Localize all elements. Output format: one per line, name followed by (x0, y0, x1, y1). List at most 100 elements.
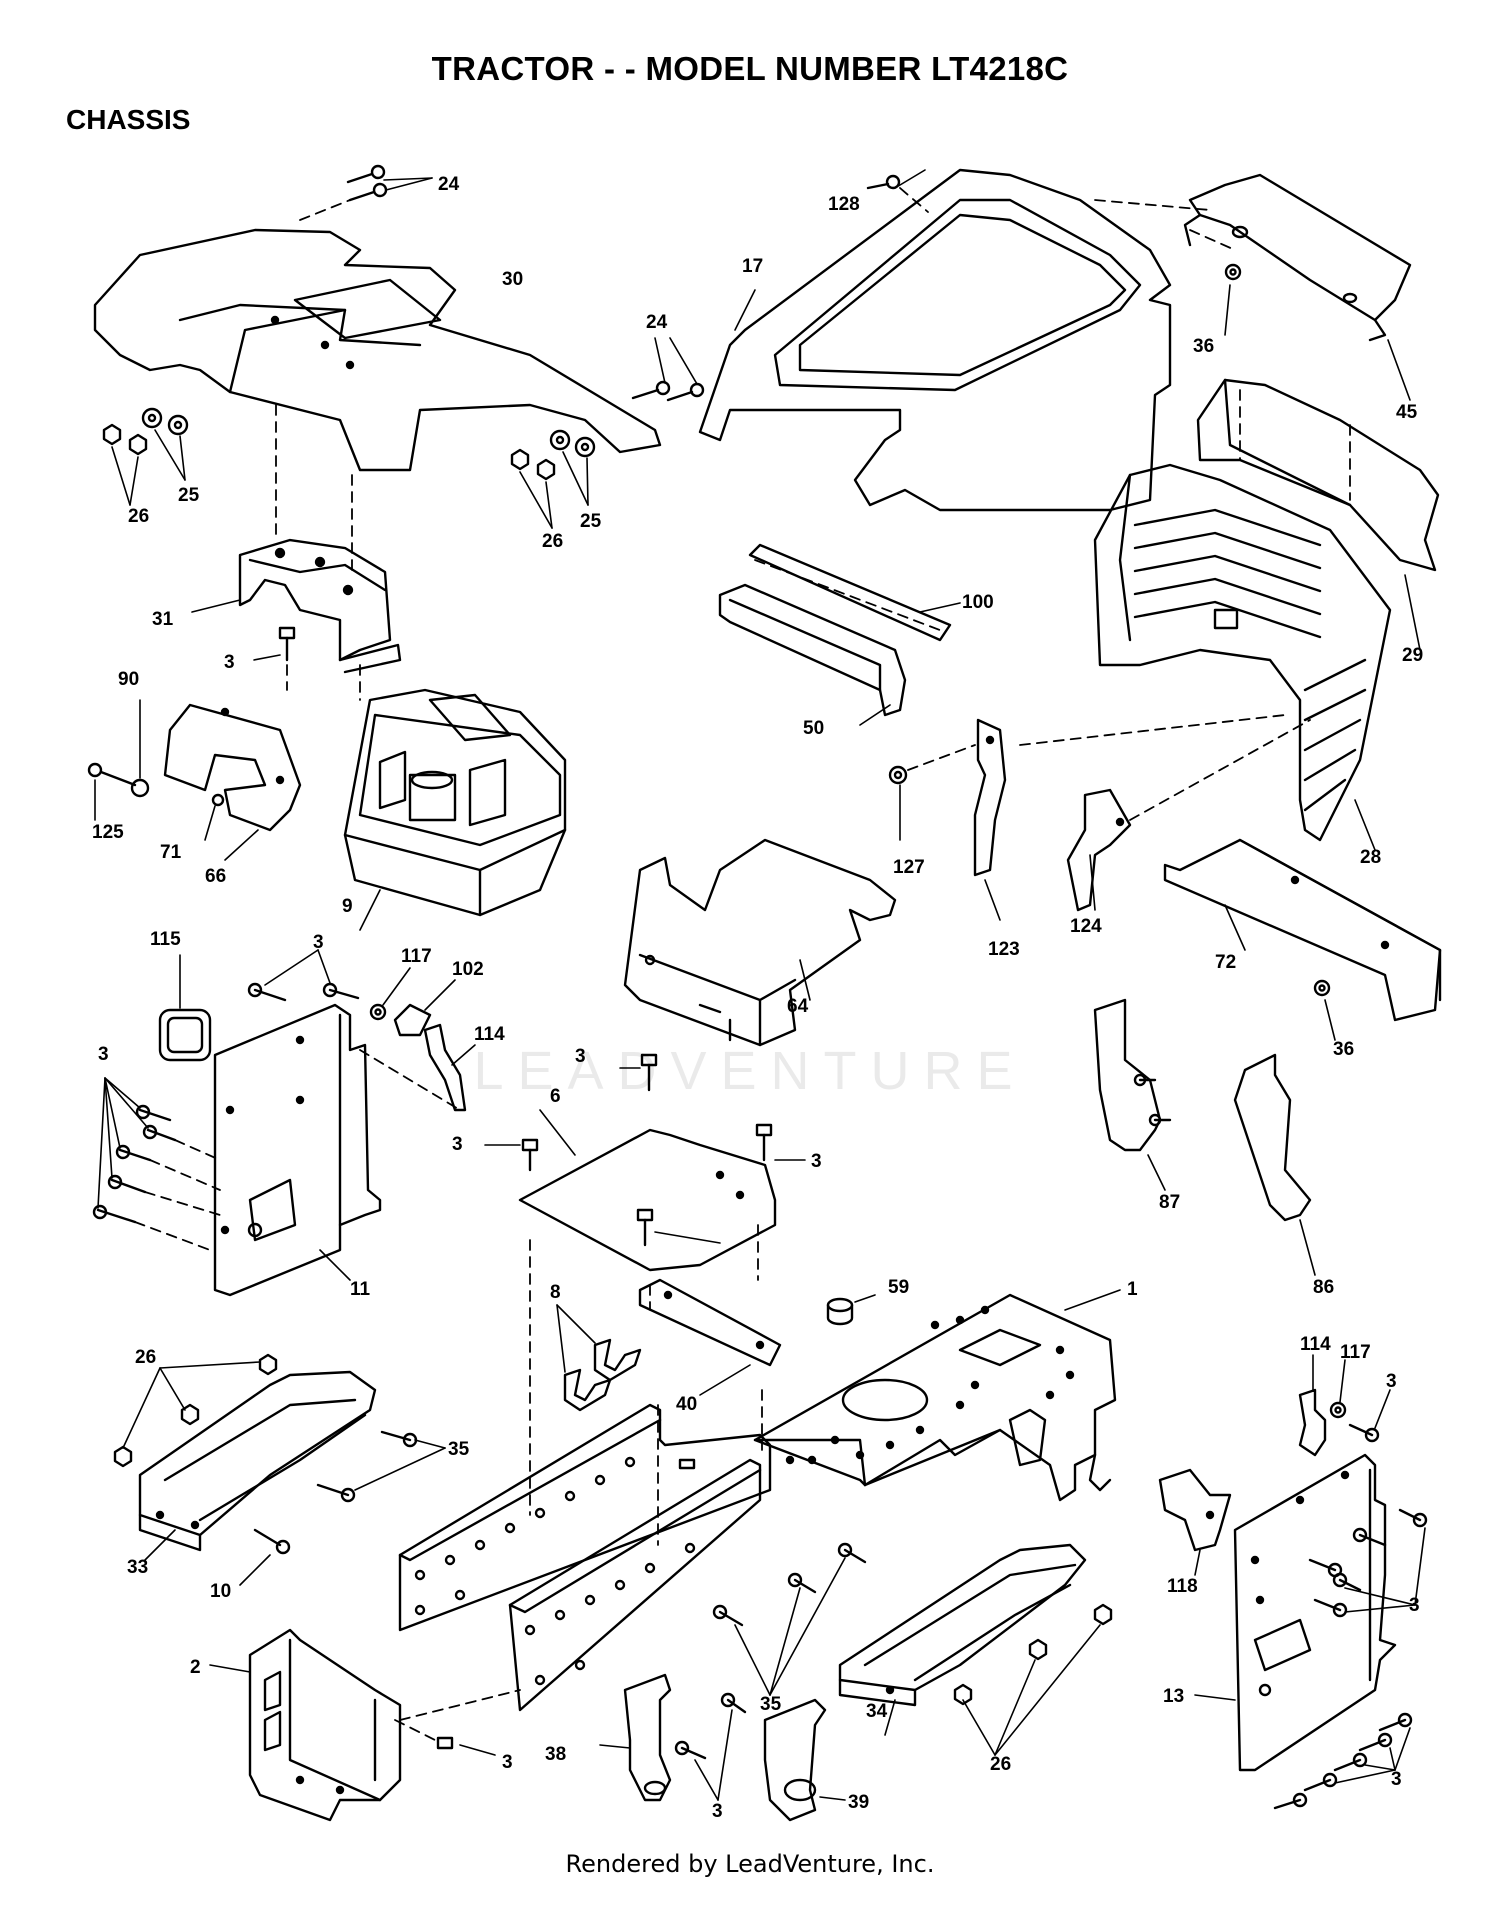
callout-38[interactable]: 38 (545, 1744, 566, 1765)
part-59-bumper[interactable] (826, 1294, 876, 1326)
part-38-bracket[interactable] (599, 1673, 672, 1802)
part-114-bracket-upper[interactable] (423, 1023, 476, 1112)
part-24-bolt-set-top[interactable] (346, 164, 433, 202)
part-31-fender-bracket[interactable] (191, 538, 402, 674)
callout-64[interactable]: 64 (787, 996, 809, 1017)
part-3-bolts-left-panel[interactable] (92, 1077, 221, 1251)
callout-13[interactable]: 13 (1163, 1686, 1184, 1707)
callout-114a[interactable]: 114 (474, 1024, 505, 1045)
callout-117b[interactable]: 117 (1340, 1342, 1371, 1363)
part-118-bracket[interactable] (1158, 1468, 1232, 1576)
callout-24a[interactable]: 24 (438, 174, 460, 195)
part-128-bolt[interactable] (866, 174, 929, 213)
callout-31[interactable]: 31 (152, 609, 174, 630)
callout-33[interactable]: 33 (127, 1557, 148, 1578)
callout-3d[interactable]: 3 (575, 1046, 586, 1067)
part-3-bolts-13-bottom[interactable] (1273, 1712, 1413, 1810)
part-36-nut-lower[interactable] (1313, 979, 1336, 1041)
callout-86[interactable]: 86 (1313, 1277, 1334, 1298)
part-28-grille[interactable] (1093, 463, 1392, 851)
part-11-side-panel[interactable] (213, 1003, 382, 1297)
part-3-bolt-front-plate[interactable] (394, 1719, 496, 1756)
part-13-side-panel-right[interactable] (1194, 1453, 1397, 1772)
callout-115[interactable]: 115 (150, 929, 181, 950)
part-66-plate[interactable] (163, 703, 302, 861)
part-115-grommet[interactable] (158, 954, 212, 1062)
callout-50[interactable]: 50 (803, 718, 824, 739)
callout-30[interactable]: 30 (502, 269, 523, 290)
callout-2[interactable]: 2 (190, 1657, 201, 1678)
callout-28[interactable]: 28 (1360, 847, 1381, 868)
part-24-bolt-set-side[interactable] (631, 337, 705, 402)
callout-118[interactable]: 118 (1167, 1576, 1198, 1597)
callout-29[interactable]: 29 (1402, 645, 1423, 666)
callout-3c[interactable]: 3 (98, 1044, 109, 1065)
callout-124[interactable]: 124 (1070, 916, 1102, 937)
part-36-nut-upper[interactable] (1224, 263, 1242, 336)
callout-3a[interactable]: 3 (224, 652, 235, 673)
part-3-bolt-114-lower[interactable] (1348, 1389, 1391, 1443)
callout-10[interactable]: 10 (210, 1581, 231, 1602)
part-3-bolts-plate[interactable] (484, 1053, 806, 1247)
callout-26a[interactable]: 26 (128, 506, 149, 527)
part-34-footrest-right[interactable] (838, 1543, 1087, 1736)
callout-24b[interactable]: 24 (646, 312, 668, 333)
callout-3f[interactable]: 3 (811, 1151, 822, 1172)
part-100-seal[interactable] (748, 543, 961, 642)
callout-26d[interactable]: 26 (990, 1754, 1011, 1775)
part-2-front-plate[interactable] (209, 1628, 402, 1822)
part-frame-left-rail[interactable] (398, 1403, 772, 1632)
callout-40[interactable]: 40 (676, 1394, 697, 1415)
callout-34[interactable]: 34 (866, 1701, 888, 1722)
part-3-bolts-13-mid[interactable] (1308, 1508, 1428, 1618)
callout-3i[interactable]: 3 (502, 1752, 513, 1773)
part-35-bolts-left[interactable] (316, 1430, 446, 1503)
callout-71[interactable]: 71 (160, 842, 182, 863)
part-26-nuts-footrest-right[interactable] (953, 1603, 1113, 1756)
part-50-hood-support[interactable] (718, 583, 907, 726)
part-114-bracket-lower[interactable] (1298, 1354, 1327, 1457)
callout-36b[interactable]: 36 (1333, 1039, 1354, 1060)
part-6-floor-plate[interactable] (518, 1109, 777, 1272)
callout-102[interactable]: 102 (452, 959, 484, 980)
part-71-nut[interactable] (204, 793, 225, 841)
part-72-front-bumper[interactable] (1163, 838, 1442, 1022)
part-17-hood[interactable] (698, 168, 1172, 512)
callout-6[interactable]: 6 (550, 1086, 561, 1107)
callout-39[interactable]: 39 (848, 1792, 869, 1813)
callout-26b[interactable]: 26 (542, 531, 563, 552)
part-87-baffle[interactable] (1093, 998, 1172, 1191)
callout-114b[interactable]: 114 (1300, 1334, 1331, 1355)
part-127-nut[interactable] (888, 744, 976, 841)
part-117-washer-upper[interactable] (369, 967, 411, 1021)
callout-72[interactable]: 72 (1215, 952, 1236, 973)
callout-128[interactable]: 128 (828, 194, 860, 215)
part-86-baffle[interactable] (1233, 1053, 1316, 1276)
part-45-hood-bracket[interactable] (1183, 173, 1412, 401)
part-40-support-bar[interactable] (638, 1278, 782, 1396)
callout-1[interactable]: 1 (1127, 1279, 1138, 1300)
callout-125[interactable]: 125 (92, 822, 124, 843)
part-64-dash-panel[interactable] (623, 838, 897, 1047)
callout-3e[interactable]: 3 (452, 1134, 463, 1155)
callout-3g[interactable]: 3 (1386, 1371, 1397, 1392)
callout-123[interactable]: 123 (988, 939, 1020, 960)
part-124-bracket[interactable] (1066, 788, 1132, 912)
part-25-26-nuts-left[interactable] (102, 407, 189, 506)
callout-87[interactable]: 87 (1159, 1192, 1180, 1213)
callout-3b[interactable]: 3 (313, 932, 324, 953)
part-29-grille-cover[interactable] (1196, 378, 1440, 651)
part-125-bolt[interactable] (87, 699, 150, 821)
callout-3j[interactable]: 3 (1391, 1769, 1402, 1790)
part-117-washer-lower[interactable] (1329, 1359, 1347, 1419)
callout-66[interactable]: 66 (205, 866, 226, 887)
callout-35b[interactable]: 35 (760, 1694, 782, 1715)
part-3-bolts-panel-top[interactable] (247, 949, 360, 1002)
callout-100[interactable]: 100 (962, 592, 994, 613)
part-frame-right-rail[interactable] (508, 1458, 762, 1712)
part-10-bolt[interactable] (239, 1528, 291, 1586)
callout-117a[interactable]: 117 (401, 946, 432, 967)
callout-90[interactable]: 90 (118, 669, 139, 690)
callout-17[interactable]: 17 (742, 256, 763, 277)
callout-127[interactable]: 127 (893, 857, 925, 878)
